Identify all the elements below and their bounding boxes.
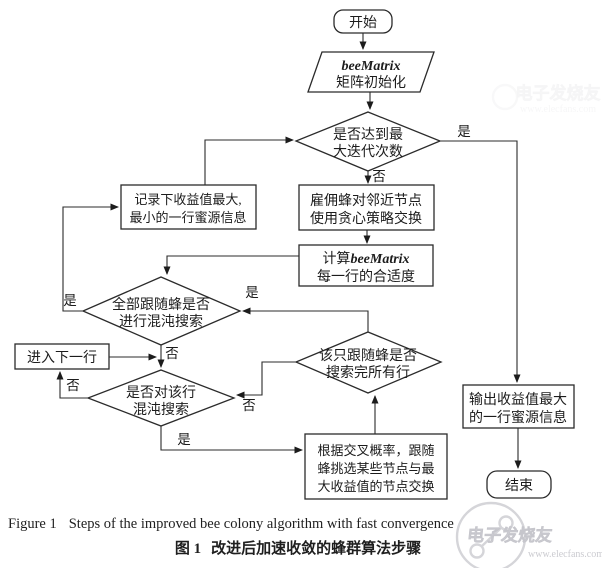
watermark-brand-stylized: 电子发烧友 [466, 525, 554, 545]
edge-beedone-yes-allfollowers [242, 307, 369, 332]
watermark-brand-text: 电子发烧友 [516, 83, 601, 103]
next-row-shape [14, 343, 110, 370]
watermark-site-url: www.elecfans.com [528, 549, 602, 560]
max-iterations-line2: 大迭代次数 [333, 144, 403, 160]
bee-searched-all-line1: 该只跟随蜂是否 [319, 348, 417, 364]
crossover-line2: 蜂挑选某些节点与最 [317, 461, 434, 476]
yes-label-beedone: 是 [245, 285, 259, 300]
edge-rowchaos-no-nextrow [56, 371, 88, 399]
output-line1: 输出收益值最大 [469, 392, 567, 408]
yes-label-maxiter: 是 [457, 124, 471, 139]
end-label: 结束 [505, 478, 533, 494]
watermark-logo-icon [491, 83, 519, 111]
edge-record-maxiter [204, 136, 294, 185]
yes-label-allfollowers: 是 [63, 293, 77, 308]
init-shape [307, 51, 435, 93]
max-iterations-line1: 是否达到最 [333, 127, 403, 143]
fitness-line2: 每一行的合适度 [317, 269, 415, 285]
fitness-shape [298, 244, 434, 287]
bee-searched-all-shape [294, 331, 443, 394]
row-chaos-shape [86, 369, 236, 427]
output-line2: 的一行蜜源信息 [469, 409, 567, 426]
row-chaos-line2: 混沌搜索 [133, 401, 189, 418]
watermark-logo-circle [455, 501, 527, 568]
watermark-logo-node2 [498, 515, 514, 531]
crossover-shape [304, 433, 448, 500]
end-shape [486, 470, 552, 499]
no-label-allfollowers: 否 [165, 346, 179, 361]
fitness-line1: 计算beeMatrix [322, 251, 409, 267]
watermark-bottom-right: 电子发烧友 www.elecfans.com [455, 501, 602, 568]
edge-allfollowers-yes-record [62, 203, 119, 312]
record-step: 记录下收益值最大, 最小的一行蜜源信息 [120, 184, 257, 230]
crossover-line1: 根据交叉概率，跟随 [317, 443, 434, 458]
yes-label-rowchaos: 是 [177, 432, 191, 447]
all-followers-shape [81, 276, 242, 346]
flowchart-edges [56, 33, 522, 469]
edge-maxiter-yes-output [440, 140, 521, 383]
fitness-step: 计算beeMatrix 每一行的合适度 [298, 244, 434, 287]
start-shape [333, 9, 393, 34]
start-node: 开始 [333, 9, 393, 34]
init-title: beeMatrix [341, 59, 400, 74]
next-row-label: 进入下一行 [27, 350, 97, 366]
edge-fitness-allfollowers [163, 255, 299, 275]
all-followers-line1: 全部跟随蜂是否 [112, 296, 210, 313]
next-row-step: 进入下一行 [14, 343, 110, 370]
watermark-logo-node1 [469, 543, 485, 559]
employed-bee-step: 雇佣蜂对邻近节点 使用贪心策略交换 [298, 184, 435, 231]
no-label-rowchaos: 否 [66, 378, 80, 393]
edge-beedone-no-rowchaos [236, 361, 296, 399]
record-line2: 最小的一行蜜源信息 [129, 210, 246, 225]
end-node: 结束 [486, 470, 552, 499]
employed-line1: 雇佣蜂对邻近节点 [310, 192, 422, 209]
edge-rowchaos-yes-crossover [160, 426, 303, 454]
output-step: 输出收益值最大 的一行蜜源信息 [462, 384, 575, 429]
crossover-line3: 大收益值的节点交换 [317, 479, 434, 494]
bee-searched-all-line2: 搜索完所有行 [326, 364, 410, 381]
no-label-beedone: 否 [242, 398, 256, 413]
record-line1: 记录下收益值最大, [134, 192, 241, 207]
branch-labels: 是 否 是 否 否 是 是 否 [63, 124, 471, 447]
output-shape [462, 384, 575, 429]
row-chaos-decision: 是否对该行 混沌搜索 [86, 369, 236, 427]
max-iterations-shape [294, 111, 442, 172]
init-parallelogram: beeMatrix 矩阵初始化 [307, 51, 435, 93]
all-followers-decision: 全部跟随蜂是否 进行混沌搜索 [81, 276, 242, 346]
row-chaos-line1: 是否对该行 [126, 385, 196, 401]
record-shape [120, 184, 257, 230]
watermark-top-right: 电子发烧友 www.elecfans.com [491, 83, 601, 115]
init-line2: 矩阵初始化 [336, 74, 406, 91]
crossover-step: 根据交叉概率，跟随 蜂挑选某些节点与最 大收益值的节点交换 [304, 433, 448, 500]
employed-shape [298, 184, 435, 231]
watermark-url-text: www.elecfans.com [520, 104, 596, 115]
start-label: 开始 [349, 15, 377, 31]
max-iterations-decision: 是否达到最 大迭代次数 [294, 111, 442, 172]
employed-line2: 使用贪心策略交换 [310, 210, 422, 227]
watermark-logo-link [481, 527, 502, 547]
bee-searched-all-decision: 该只跟随蜂是否 搜索完所有行 [294, 331, 443, 394]
all-followers-line2: 进行混沌搜索 [119, 313, 203, 330]
no-label-maxiter: 否 [372, 169, 386, 184]
